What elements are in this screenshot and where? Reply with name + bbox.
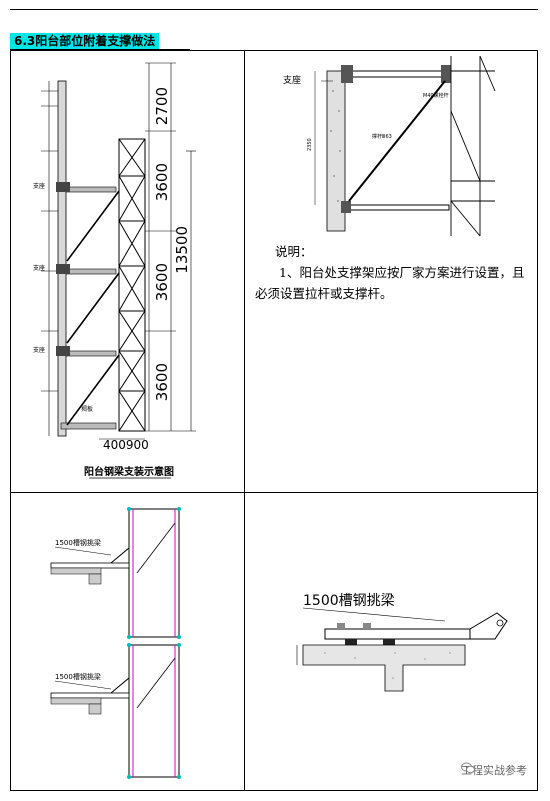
support-label-3: 支座 [33,346,45,354]
dim-2700: 2700 [153,87,171,125]
cantilever-detail-drawing: 1500槽钢挑梁 [296,593,508,692]
watermark: 工程实战参考 [461,762,527,778]
diagonal-brace-label: 撑杆Ⅲ63 [372,133,392,140]
section-heading: 6.3阳台部位附着支撑做法 [10,33,160,49]
dim-3600-middle: 3600 [153,263,171,301]
support-detail-drawing: 支座 撑杆Ⅲ63 M40螺栓杆 2350 [283,55,496,237]
dim-3600-lower: 3600 [153,363,171,401]
cantilever-elevation-drawing: 1500槽钢挑梁 1500槽钢挑梁 [50,507,181,779]
beam-label-upper: 1500槽钢挑梁 [55,538,101,547]
dimension-2350: 2350 [307,138,313,151]
elevation-drawing-cell: 2700 3600 3600 3600 13500 支座 支座 支座 揭板 40… [10,50,245,493]
support-label-1: 支座 [33,182,45,190]
support-label-2: 支座 [33,264,45,272]
bottom-dimension: 400900 [103,438,149,452]
wechat-icon [461,762,475,774]
heading-underline [10,49,190,50]
notes-title: 说明： [275,244,313,259]
detail-drawing-cell: 支座 撑杆Ⅲ63 M40螺栓杆 2350 说明： 1、阳台处支撑架应按厂家方案进… [244,50,538,493]
support-label: 支座 [283,74,301,86]
figure-caption: 阳台钢梁支装示意图 [84,465,174,478]
dim-3600-upper: 3600 [153,163,171,201]
notes-body: 1、阳台处支撑架应按厂家方案进行设置，且必须设置拉杆或支撑杆。 [255,265,525,301]
beam-label: 1500槽钢挑梁 [303,593,395,609]
elevation-drawing: 2700 3600 3600 3600 13500 支座 支座 支座 揭板 40… [33,62,196,479]
bolt-label: M40螺栓杆 [423,92,449,99]
cantilever-detail-cell: 1500槽钢挑梁 工程实战参考 [244,492,538,791]
watermark-text: 工程实战参考 [461,764,527,777]
drawing-table: 2700 3600 3600 3600 13500 支座 支座 支座 揭板 40… [10,50,538,791]
cantilever-elevation-cell: 1500槽钢挑梁 1500槽钢挑梁 [10,492,245,791]
beam-label-lower: 1500槽钢挑梁 [55,672,101,681]
top-rule [10,9,538,10]
dim-total-13500: 13500 [173,226,191,274]
base-plate-label: 揭板 [81,405,93,413]
notes-block: 说明： 1、阳台处支撑架应按厂家方案进行设置，且必须设置拉杆或支撑杆。 [255,241,531,304]
